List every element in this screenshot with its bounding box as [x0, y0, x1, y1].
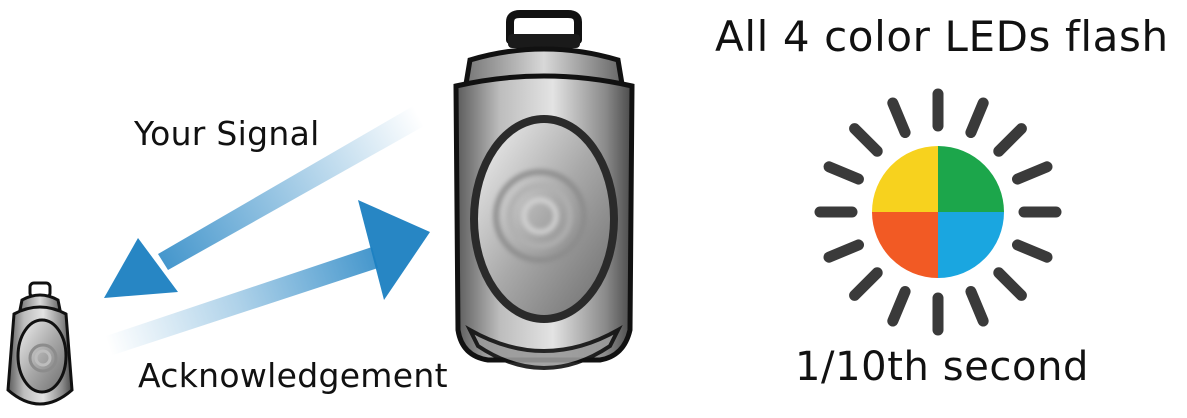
sunburst-ray	[855, 129, 878, 152]
sunburst-ray	[971, 103, 983, 133]
sunburst-ray	[829, 167, 859, 179]
sunburst-ray	[829, 245, 859, 257]
duration-label: 1/10th second	[795, 344, 1089, 390]
pager-device-icon	[456, 14, 632, 368]
large-device	[456, 14, 632, 368]
sunburst-ray	[1018, 245, 1048, 257]
small-device	[8, 283, 72, 404]
sunburst-ray	[999, 273, 1022, 296]
sunburst-ray	[893, 292, 905, 322]
led-burst	[820, 94, 1056, 330]
acknowledgement-label: Acknowledgement	[138, 356, 448, 395]
pager-device-icon	[8, 283, 72, 404]
leds-flash-title: All 4 color LEDs flash	[715, 12, 1169, 61]
led-quadrants	[872, 146, 1004, 278]
led-yellow	[872, 146, 938, 212]
sunburst-ray	[971, 292, 983, 322]
sunburst-ray	[893, 103, 905, 133]
sunburst-ray	[1018, 167, 1048, 179]
sunburst-ray	[855, 273, 878, 296]
signal-label: Your Signal	[134, 114, 320, 153]
sunburst-ray	[999, 129, 1022, 152]
led-red	[872, 212, 938, 278]
led-green	[938, 146, 1004, 212]
led-blue	[938, 212, 1004, 278]
